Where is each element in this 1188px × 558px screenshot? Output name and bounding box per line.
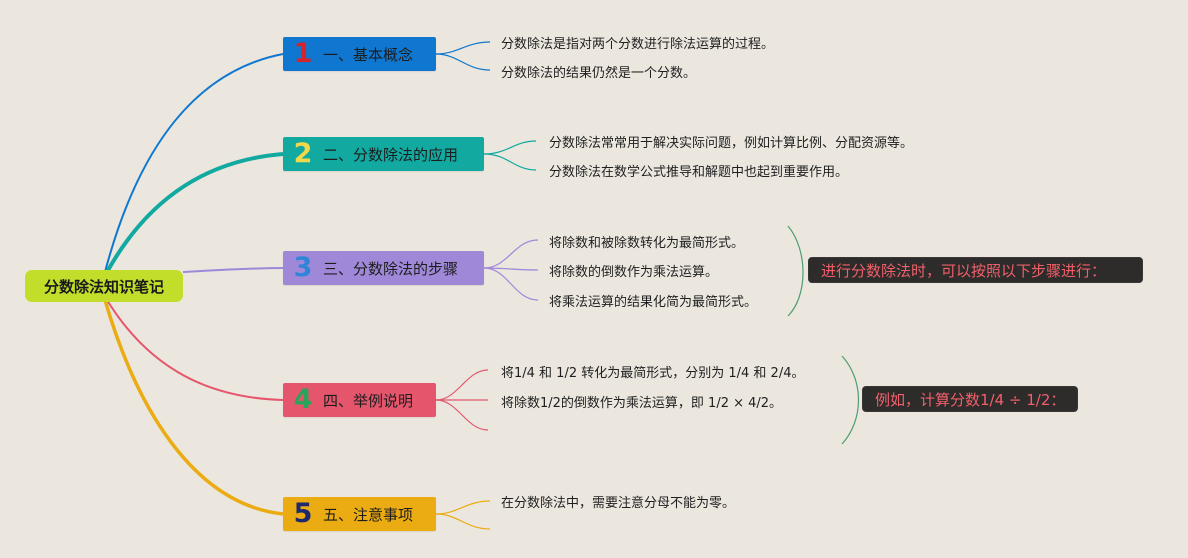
summary-box-4: 例如，计算分数1/4 ÷ 1/2：: [862, 386, 1078, 412]
leaf-4-2: 将除数1/2的倒数作为乘法运算，即 1/2 × 4/2。: [501, 396, 783, 411]
root-title: 分数除法知识笔记: [43, 277, 164, 296]
summary-brace-4: [841, 355, 859, 445]
leaf-2-2: 分数除法在数学公式推导和解题中也起到重要作用。: [549, 165, 849, 180]
leaf-1-2: 分数除法的结果仍然是一个分数。: [501, 66, 697, 81]
leaf-5-1: 在分数除法中，需要注意分母不能为零。: [501, 496, 736, 511]
branch-node-3[interactable]: 3 三、分数除法的步骤: [283, 251, 484, 285]
branch-node-1[interactable]: 1 一、基本概念: [283, 37, 436, 71]
branch-number-1: 1: [293, 38, 313, 69]
connector-b4-leaf-3: [435, 399, 489, 431]
root-node[interactable]: 分数除法知识笔记: [25, 270, 183, 302]
branch-node-2[interactable]: 2 二、分数除法的应用: [283, 137, 484, 171]
connector-root-branch-3: [182, 267, 284, 273]
connector-b3-leaf-3: [483, 267, 539, 301]
leaf-3-1: 将除数和被除数转化为最简形式。: [549, 236, 745, 251]
summary-brace-3: [787, 225, 804, 317]
leaf-3-3: 将乘法运算的结果化简为最简形式。: [549, 295, 758, 310]
branch-title-5: 五、注意事项: [323, 505, 414, 524]
summary-box-3: 进行分数除法时，可以按照以下步骤进行：: [808, 257, 1143, 283]
connector-b5-leaf-2: [435, 513, 491, 530]
branch-title-3: 三、分数除法的步骤: [323, 259, 459, 278]
branch-number-4: 4: [293, 384, 313, 415]
connector-b3-leaf-1: [483, 239, 539, 269]
branch-number-3: 3: [293, 252, 313, 283]
leaf-2-1: 分数除法常常用于解决实际问题，例如计算比例、分配资源等。: [549, 136, 914, 151]
leaf-3-2: 将除数的倒数作为乘法运算。: [549, 265, 719, 280]
connector-b5-leaf-1: [435, 500, 491, 515]
branch-title-4: 四、举例说明: [323, 391, 414, 410]
connector-b1-leaf-2: [435, 53, 491, 71]
connector-b2-leaf-1: [483, 140, 537, 155]
connector-root-branch-4: [106, 299, 284, 401]
branch-number-2: 2: [293, 138, 313, 169]
branch-node-4[interactable]: 4 四、举例说明: [283, 383, 436, 417]
branch-node-5[interactable]: 5 五、注意事项: [283, 497, 436, 531]
connector-b1-leaf-1: [435, 41, 491, 55]
connector-root-branch-1: [104, 53, 284, 273]
connector-b4-leaf-1: [435, 369, 489, 401]
leaf-1-1: 分数除法是指对两个分数进行除法运算的过程。: [501, 37, 775, 52]
branch-title-1: 一、基本概念: [323, 45, 414, 64]
branch-number-5: 5: [293, 498, 313, 529]
connector-b2-leaf-2: [483, 153, 537, 171]
leaf-4-1: 将1/4 和 1/2 转化为最简形式，分别为 1/4 和 2/4。: [501, 366, 805, 381]
branch-title-2: 二、分数除法的应用: [323, 145, 459, 164]
connector-root-branch-5: [103, 299, 284, 516]
connector-root-branch-2: [105, 152, 284, 273]
